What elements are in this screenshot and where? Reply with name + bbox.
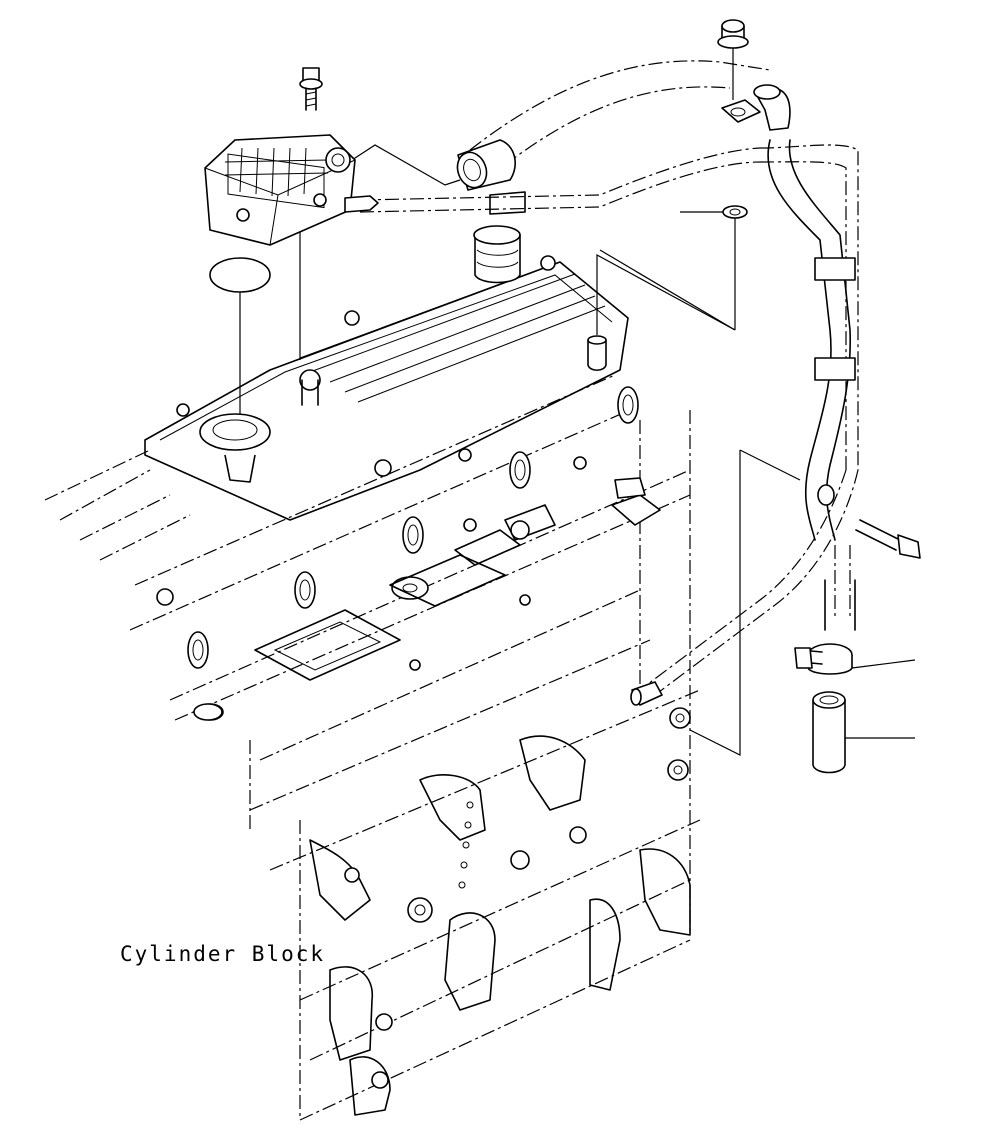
- filler-cap-seat: [199, 413, 271, 451]
- cylinder-head-body: [44, 374, 701, 1121]
- hose-clip: [814, 257, 856, 281]
- lower-block-castings: [193, 703, 691, 1116]
- breather-tube-vertical: [639, 139, 859, 696]
- valve-cover: [144, 225, 629, 521]
- head-bolts: [156, 255, 587, 671]
- sensor-stud: [587, 253, 736, 372]
- bolt-column: [458, 801, 474, 889]
- side-bolt: [817, 484, 921, 559]
- leader-lines-top: [239, 144, 461, 420]
- gasket-disc: [209, 257, 271, 293]
- module-bolt: [299, 67, 323, 111]
- leader-line: [739, 449, 801, 481]
- breather-hose-upper: [359, 60, 859, 470]
- washer: [599, 205, 748, 331]
- hose-clamp: [794, 643, 916, 675]
- module-port: [325, 147, 351, 173]
- breather-module: [204, 134, 379, 246]
- block-nipple: [630, 681, 663, 706]
- cylinder-block-label: Cylinder Block: [120, 942, 326, 966]
- hose-clip: [814, 357, 856, 381]
- leader-line: [689, 450, 741, 756]
- elbow-fitting: [721, 84, 791, 131]
- short-hose: [812, 691, 915, 774]
- hose-joint: [456, 139, 526, 215]
- flange-nut: [717, 19, 749, 100]
- injector-connector: [611, 477, 661, 526]
- module-grid: [224, 147, 329, 209]
